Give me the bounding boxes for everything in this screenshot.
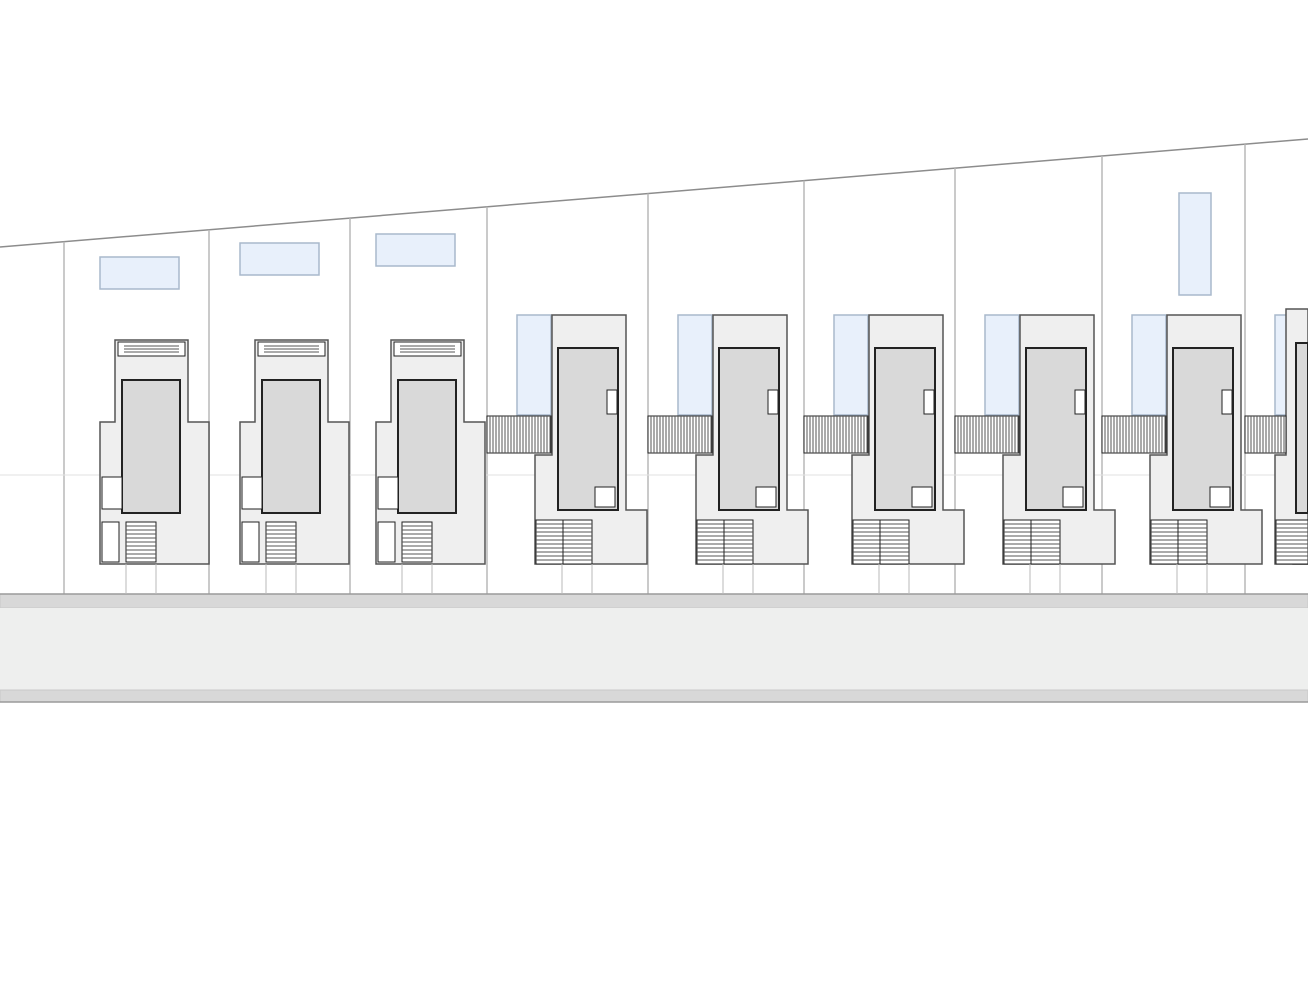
hatch-square <box>1209 486 1231 508</box>
pool <box>984 314 1020 416</box>
stair <box>265 521 297 563</box>
side-stair <box>803 415 869 454</box>
side-stair-frame <box>954 415 1020 454</box>
stair <box>125 521 157 563</box>
side-room <box>241 476 263 510</box>
side-room <box>377 476 399 510</box>
unit-type-a-2 <box>239 242 350 594</box>
road <box>0 593 1308 703</box>
unit-type-b-8 <box>1101 192 1263 594</box>
pool <box>1131 314 1167 416</box>
road-carriageway <box>0 608 1308 690</box>
pool <box>516 314 552 416</box>
roof-volume <box>874 347 936 511</box>
hatch-square <box>755 486 777 508</box>
skylight <box>923 389 935 415</box>
unit-type-b-5 <box>647 314 809 594</box>
roof-volume <box>557 347 619 511</box>
skylight <box>1074 389 1086 415</box>
skylight <box>606 389 618 415</box>
side-stair <box>954 415 1020 454</box>
roof-volume <box>1295 342 1308 514</box>
road-sidewalk-bottom <box>0 689 1308 703</box>
skylight <box>767 389 779 415</box>
pool <box>677 314 713 416</box>
unit-partial-right <box>1244 308 1308 565</box>
road-sidewalk-top <box>0 593 1308 609</box>
door-leaf <box>377 521 396 563</box>
roof-volume <box>121 379 181 514</box>
front-stair <box>1150 519 1208 565</box>
pool <box>375 233 456 267</box>
pool-extra <box>1178 192 1212 296</box>
stair <box>401 521 433 563</box>
front-stair-frame <box>1150 519 1208 565</box>
side-stair-frame <box>1101 415 1167 454</box>
side-stair-frame <box>486 415 552 454</box>
roof-volume <box>1025 347 1087 511</box>
side-stair <box>1101 415 1167 454</box>
pool <box>239 242 320 276</box>
front-stair <box>1003 519 1061 565</box>
hatch-square <box>911 486 933 508</box>
side-room <box>101 476 123 510</box>
roof-volume <box>397 379 457 514</box>
unit-type-b-6 <box>803 314 965 594</box>
door-leaf <box>241 521 260 563</box>
roof-volume <box>261 379 321 514</box>
side-stair-frame <box>647 415 713 454</box>
pool <box>833 314 869 416</box>
site-boundary-line <box>0 138 1308 248</box>
housing-units <box>99 192 1308 594</box>
hatch-square <box>1062 486 1084 508</box>
front-stair-frame <box>1275 519 1308 565</box>
unit-type-b-7 <box>954 314 1116 594</box>
side-stair <box>647 415 713 454</box>
roof-volume <box>718 347 780 511</box>
front-stair <box>535 519 593 565</box>
side-stair <box>486 415 552 454</box>
unit-type-a-1 <box>99 256 210 594</box>
front-stair <box>696 519 754 565</box>
unit-type-a-3 <box>375 233 486 594</box>
door-leaf <box>101 521 120 563</box>
front-stair-frame <box>852 519 910 565</box>
front-stair <box>852 519 910 565</box>
unit-type-b-4 <box>486 314 648 594</box>
front-stair-frame <box>535 519 593 565</box>
side-stair <box>1244 415 1287 454</box>
skylight <box>1221 389 1233 415</box>
front-stair-frame <box>696 519 754 565</box>
roof-volume <box>1172 347 1234 511</box>
hatch-square <box>594 486 616 508</box>
front-stair-frame <box>1003 519 1061 565</box>
pool <box>99 256 180 290</box>
front-stair <box>1275 519 1308 565</box>
side-stair-frame <box>803 415 869 454</box>
